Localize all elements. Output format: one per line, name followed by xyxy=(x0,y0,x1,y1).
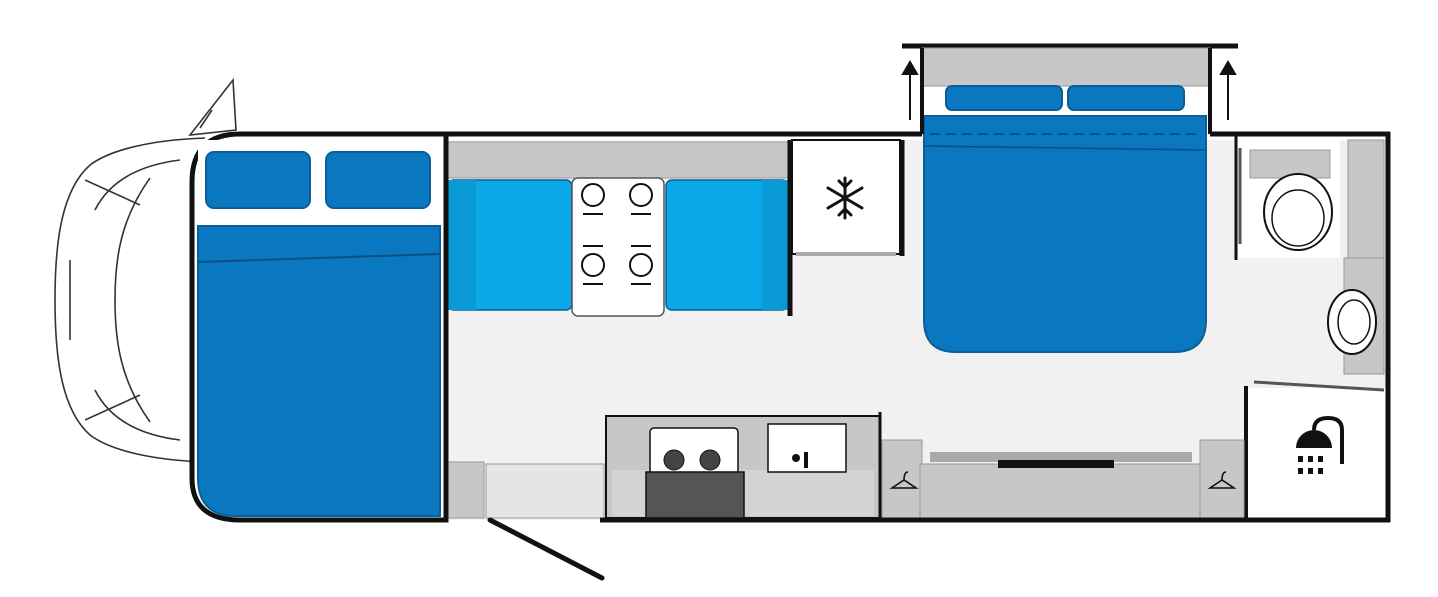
kitchen xyxy=(605,415,881,519)
hanger-icon xyxy=(889,471,919,489)
mirror-top xyxy=(188,77,237,137)
place-setting-icon xyxy=(581,183,653,285)
shower-icon xyxy=(1296,415,1344,474)
cooktop xyxy=(649,427,739,475)
entry-door xyxy=(445,461,605,581)
pillow xyxy=(205,151,311,209)
rear-bed xyxy=(189,131,449,523)
wardrobe xyxy=(881,439,1245,519)
shower xyxy=(1244,380,1386,520)
fridge xyxy=(791,139,901,256)
toilet xyxy=(1238,139,1385,259)
pillow xyxy=(1067,85,1185,111)
outer-walls xyxy=(443,131,1391,523)
mattress xyxy=(923,115,1207,353)
hanger-icon xyxy=(1207,471,1237,489)
oven xyxy=(645,471,745,519)
dinette xyxy=(447,141,789,317)
side-bed xyxy=(901,43,1238,353)
mattress xyxy=(197,225,441,517)
arrow-up-icon xyxy=(901,60,919,120)
arrow-up-icon xyxy=(1219,60,1237,120)
pillow xyxy=(945,85,1063,111)
table xyxy=(571,177,665,317)
pillow xyxy=(325,151,431,209)
snowflake-icon xyxy=(826,176,864,220)
basin xyxy=(1327,257,1385,375)
